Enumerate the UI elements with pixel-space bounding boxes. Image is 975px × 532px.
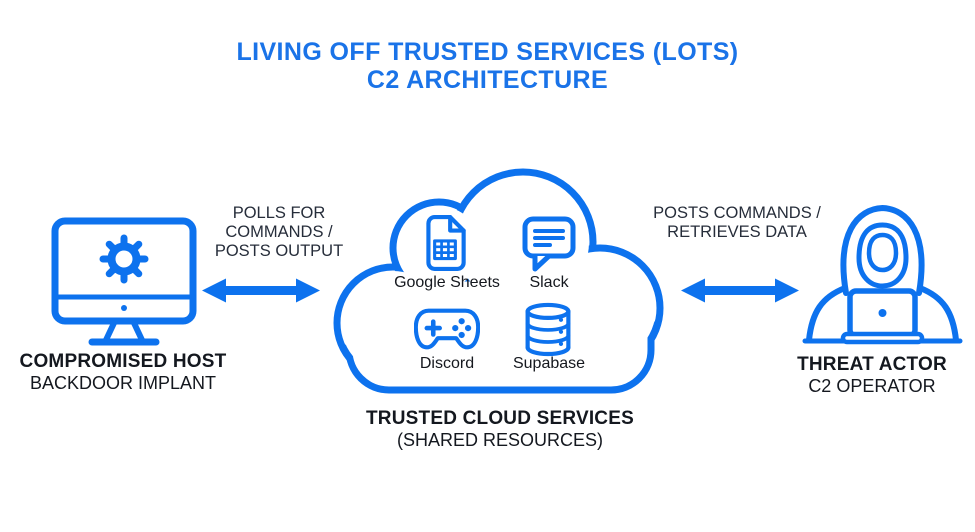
compromised-host-label: COMPROMISED HOST xyxy=(19,351,227,372)
cloud-caption: TRUSTED CLOUD SERVICES (SHARED RESOURCES… xyxy=(360,408,640,451)
right-link-caption: POSTS COMMANDS / RETRIEVES DATA xyxy=(642,204,832,242)
cloud-sublabel: (SHARED RESOURCES) xyxy=(396,430,604,450)
left-link-line-2: POSTS OUTPUT xyxy=(214,242,344,260)
hacker-icon xyxy=(802,205,963,345)
title-line-2: C2 ARCHITECTURE xyxy=(366,66,609,94)
slack-icon xyxy=(522,216,576,272)
bidirectional-arrow-icon xyxy=(202,278,320,303)
service-label-google-sheets: Google Sheets xyxy=(394,274,500,291)
google-sheets-icon xyxy=(426,215,466,271)
bidirectional-arrow-icon xyxy=(681,278,799,303)
threat-actor-label: THREAT ACTOR xyxy=(797,354,947,375)
service-label-discord: Discord xyxy=(419,355,475,372)
page-title: LIVING OFF TRUSTED SERVICES (LOTS) C2 AR… xyxy=(0,38,975,94)
service-label-supabase: Supabase xyxy=(512,355,586,372)
monitor-gear-icon xyxy=(51,217,197,346)
supabase-icon xyxy=(525,302,571,357)
left-link-line-1: POLLS FOR COMMANDS / xyxy=(225,204,333,241)
threat-actor-sublabel: C2 OPERATOR xyxy=(808,376,936,396)
service-label-slack: Slack xyxy=(529,274,569,291)
cloud-label: TRUSTED CLOUD SERVICES xyxy=(366,408,634,429)
title-line-1: LIVING OFF TRUSTED SERVICES (LOTS) xyxy=(236,38,739,66)
gear-icon xyxy=(99,234,149,284)
compromised-host-sublabel: BACKDOOR IMPLANT xyxy=(29,373,217,393)
cloud-icon xyxy=(333,168,664,394)
threat-actor-caption: THREAT ACTOR C2 OPERATOR xyxy=(762,354,975,397)
right-link-line-2: RETRIEVES DATA xyxy=(667,223,807,241)
right-link-line-1: POSTS COMMANDS / xyxy=(653,204,821,222)
discord-icon xyxy=(414,308,480,350)
compromised-host-caption: COMPROMISED HOST BACKDOOR IMPLANT xyxy=(12,351,234,394)
left-link-caption: POLLS FOR COMMANDS / POSTS OUTPUT xyxy=(184,204,374,261)
